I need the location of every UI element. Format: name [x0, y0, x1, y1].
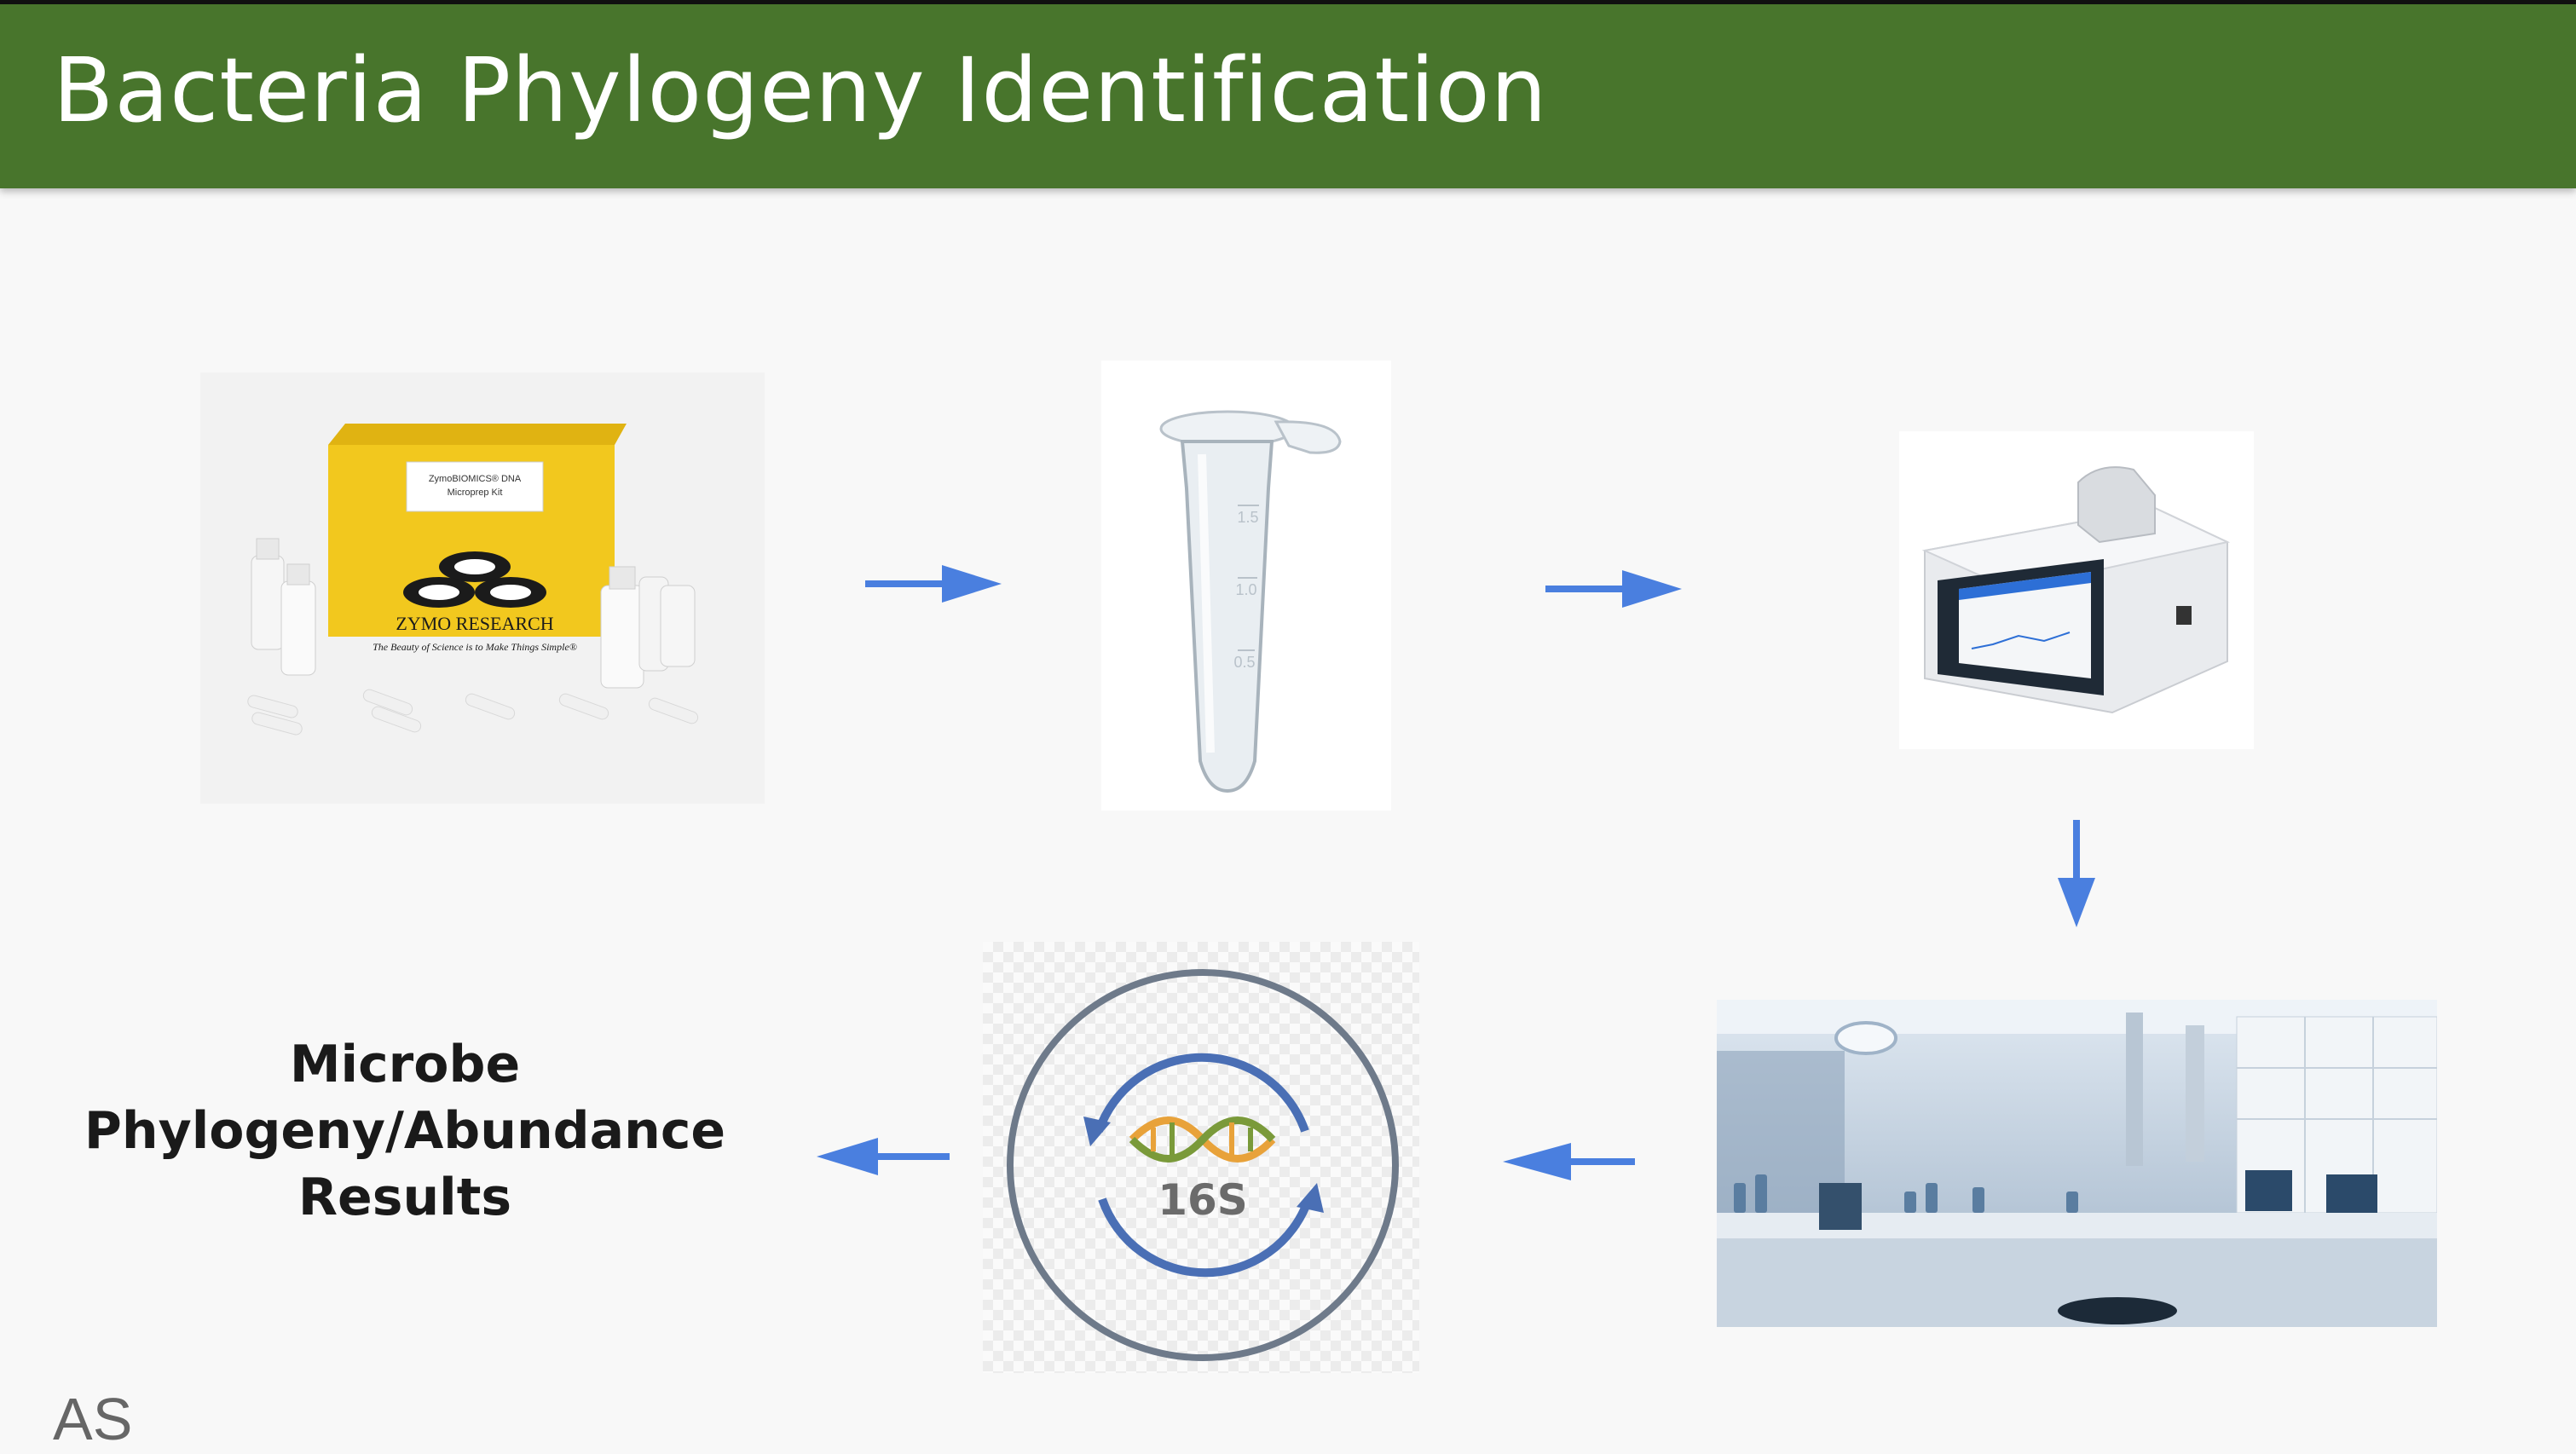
16s-illustration: 16S — [1007, 969, 1399, 1361]
kit-label-line2: Microprep Kit — [448, 488, 503, 498]
tube-mark-2: 1.0 — [1235, 581, 1256, 598]
tube-mark-3: 0.5 — [1233, 654, 1255, 671]
kit-label-line1: ZymoBIOMICS® DNA — [429, 474, 522, 484]
tube-mark-1: 1.5 — [1237, 509, 1258, 526]
results-line-1: Microbe — [289, 1035, 521, 1094]
tube-lid-hinge — [1274, 420, 1342, 454]
16s-sequencing-image: 16S — [983, 942, 1419, 1373]
dna-helix-icon — [1129, 1116, 1276, 1163]
arrow-right-2-icon — [1545, 570, 1682, 608]
fume-duct — [2126, 1013, 2143, 1166]
cycle-arrow-bottom-icon — [1098, 1197, 1313, 1278]
kit-label — [406, 461, 544, 512]
sample-arm — [2077, 466, 2156, 544]
kit-brand: ZYMO RESEARCH — [396, 613, 553, 634]
top-border — [0, 0, 2576, 4]
dna-kit-illustration: ZymoBIOMICS® DNA Microprep Kit ZYMO RESE… — [247, 424, 699, 736]
badge-16s: 16S — [1158, 1175, 1248, 1225]
spin-columns — [247, 689, 699, 736]
arrow-left-2-icon — [817, 1138, 950, 1175]
arrow-left-1-icon — [1503, 1143, 1635, 1180]
lab-monitor — [2245, 1170, 2292, 1211]
microcentrifuge-tube-image: 1.5 1.0 0.5 — [1101, 361, 1391, 811]
arrow-right-1-icon — [865, 565, 1002, 603]
lab-stool — [2058, 1297, 2177, 1324]
results-line-3: Results — [297, 1168, 512, 1227]
zymo-logo-icon — [403, 551, 546, 608]
spectrophotometer-image — [1899, 431, 2254, 749]
sequencing-lab-image — [1717, 1000, 2437, 1327]
kit-tagline: The Beauty of Science is to Make Things … — [373, 641, 577, 653]
author-initials: AS — [53, 1386, 133, 1452]
results-label: Microbe Phylogeny/Abundance Results — [34, 1031, 776, 1231]
title-bar: Bacteria Phylogeny Identification — [0, 4, 2576, 188]
results-line-2: Phylogeny/Abundance — [84, 1101, 726, 1161]
arrow-down-icon — [2058, 820, 2095, 927]
reagent-bottles-right — [600, 566, 696, 689]
tube-illustration: 1.5 1.0 0.5 — [1159, 410, 1342, 793]
kit-box-top — [328, 424, 627, 445]
reagent-bottles-left — [251, 538, 316, 676]
dna-kit-image: ZymoBIOMICS® DNA Microprep Kit ZYMO RESE… — [200, 372, 765, 804]
lab-illustration — [1717, 1000, 2437, 1327]
cycle-arrow-top-icon — [1095, 1053, 1309, 1133]
spectrophotometer-illustration — [1921, 466, 2231, 714]
slide-title: Bacteria Phylogeny Identification — [53, 38, 1548, 142]
lab-lamp — [1834, 1021, 1897, 1055]
outer-ring-icon — [1007, 969, 1399, 1361]
